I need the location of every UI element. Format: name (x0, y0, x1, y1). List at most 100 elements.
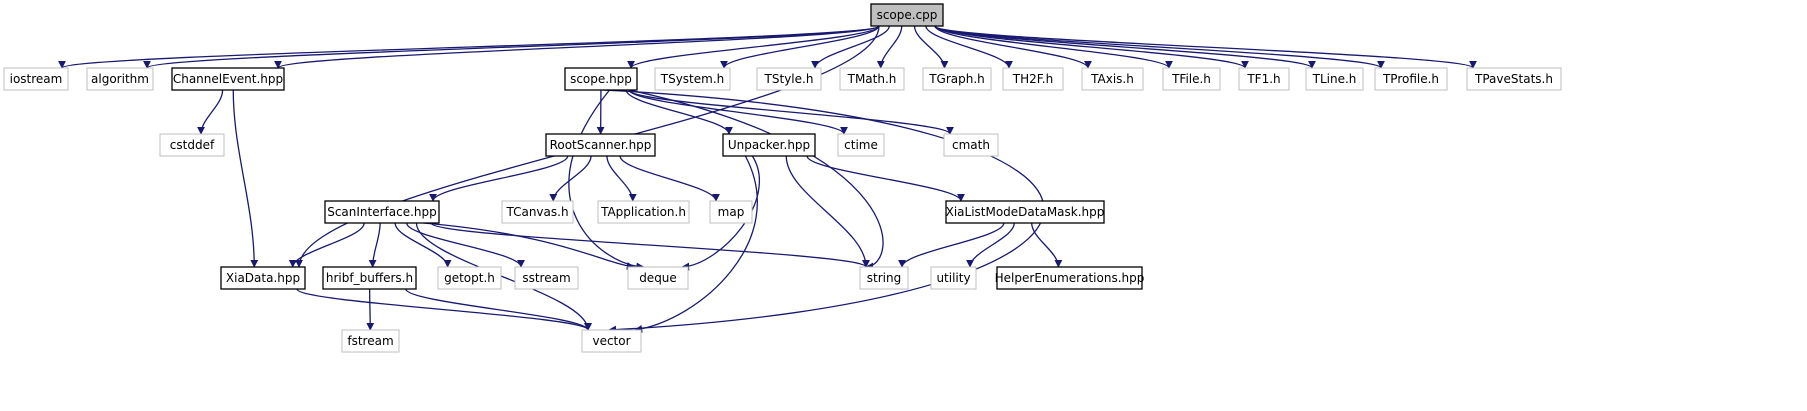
node-algorithm: algorithm (86, 67, 154, 91)
edge-scope_hpp-to-string (628, 89, 884, 271)
node-box-taxis (1081, 67, 1144, 91)
edge-scope_cpp-to-tsystem (720, 25, 880, 69)
node-tgraph: TGraph.h (922, 67, 992, 91)
edge-scope_cpp-to-scope_hpp (627, 25, 880, 69)
node-tf1: TF1.h (1238, 67, 1290, 91)
node-box-deque (627, 266, 689, 290)
node-box-scope_cpp (870, 3, 944, 27)
edge-scope_cpp-to-tfile (934, 25, 1173, 69)
node-box-tline (1305, 67, 1364, 91)
node-label-scope_cpp: scope.cpp (877, 8, 938, 22)
edge-hribf-to-vector (405, 288, 592, 331)
node-box-xiadata (220, 266, 306, 290)
node-label-ctime: ctime (844, 138, 878, 152)
edge-rootscanner-to-scaninterface (429, 155, 569, 202)
edge-scaninterface-to-hribf (368, 222, 381, 268)
node-label-deque: deque (639, 271, 677, 285)
node-box-xialistmode (945, 200, 1105, 224)
edge-scope_cpp-to-tline (934, 25, 1316, 69)
node-label-helperenum: HelperEnumerations.hpp (995, 271, 1145, 285)
node-label-channelevent: ChannelEvent.hpp (173, 72, 283, 86)
node-box-tpavestats (1466, 67, 1562, 91)
edge-rootscanner-to-map (619, 155, 720, 202)
node-box-tgraph (922, 67, 992, 91)
node-label-tapplication: TApplication.h (600, 205, 686, 219)
edge-scope_cpp-to-tmath (876, 25, 903, 69)
node-box-helperenum (996, 266, 1143, 290)
node-label-tprofile: TProfile.h (1382, 72, 1439, 86)
node-box-tstyle (756, 67, 822, 91)
node-vector: vector (581, 329, 642, 353)
node-scaninterface[interactable]: ScanInterface.hpp (324, 200, 440, 224)
node-label-vector: vector (592, 334, 630, 348)
edge-unpacker-to-xialistmode (806, 155, 965, 202)
node-tprofile: TProfile.h (1374, 67, 1448, 91)
node-xialistmode[interactable]: XiaListModeDataMask.hpp (945, 200, 1105, 224)
node-tsystem: TSystem.h (654, 67, 731, 91)
edge-scope_hpp-to-unpacker (625, 89, 733, 135)
node-label-tsystem: TSystem.h (660, 72, 725, 86)
edge-scope_cpp-to-tstyle (811, 25, 890, 69)
node-box-tsystem (654, 67, 731, 91)
node-label-iostream: iostream (10, 72, 63, 86)
node-label-fstream: fstream (347, 334, 393, 348)
node-tcanvas: TCanvas.h (501, 200, 574, 224)
node-hribf[interactable]: hribf_buffers.h (322, 266, 417, 290)
edge-channelevent-to-cstddef (197, 89, 224, 135)
edge-scope_cpp-to-taxis (934, 25, 1092, 69)
node-tline: TLine.h (1305, 67, 1364, 91)
node-label-algorithm: algorithm (91, 72, 149, 86)
node-tmath: TMath.h (839, 67, 905, 91)
node-channelevent[interactable]: ChannelEvent.hpp (171, 67, 285, 91)
node-scope_hpp[interactable]: scope.hpp (564, 67, 638, 91)
node-scope_cpp[interactable]: scope.cpp (870, 3, 944, 27)
node-box-map (709, 200, 753, 224)
node-label-tpavestats: TPaveStats.h (1474, 72, 1553, 86)
node-deque: deque (627, 266, 689, 290)
node-tfile: TFile.h (1162, 67, 1221, 91)
node-map: map (709, 200, 753, 224)
node-label-scaninterface: ScanInterface.hpp (327, 205, 437, 219)
node-label-tcanvas: TCanvas.h (505, 205, 568, 219)
node-utility: utility (930, 266, 977, 290)
node-box-th2f (1002, 67, 1064, 91)
node-string: string (859, 266, 909, 290)
node-box-fstream (341, 329, 400, 353)
node-label-th2f: TH2F.h (1012, 72, 1053, 86)
node-label-taxis: TAxis.h (1090, 72, 1134, 86)
node-label-xialistmode: XiaListModeDataMask.hpp (946, 205, 1105, 219)
edge-scaninterface-to-getopt (394, 222, 452, 268)
node-sstream: sstream (514, 266, 579, 290)
node-box-unpacker (722, 133, 816, 157)
node-unpacker[interactable]: Unpacker.hpp (722, 133, 816, 157)
edge-scaninterface-to-vector (415, 222, 592, 331)
node-label-utility: utility (936, 271, 970, 285)
node-label-xiadata: XiaData.hpp (226, 271, 300, 285)
node-label-tf1: TF1.h (1246, 72, 1280, 86)
node-box-hribf (322, 266, 417, 290)
edge-unpacker-to-vector (634, 155, 758, 333)
node-helperenum[interactable]: HelperEnumerations.hpp (995, 266, 1145, 290)
node-box-tfile (1162, 67, 1221, 91)
edge-scope_hpp-to-ctime (628, 89, 848, 135)
edge-scope_cpp-to-th2f (925, 25, 1013, 69)
node-box-utility (930, 266, 977, 290)
edge-scope_cpp-to-algorithm (143, 25, 880, 69)
node-label-cstddef: cstddef (170, 138, 215, 152)
node-box-vector (581, 329, 642, 353)
node-label-tgraph: TGraph.h (928, 72, 985, 86)
node-ctime: ctime (837, 133, 885, 157)
node-xiadata[interactable]: XiaData.hpp (220, 266, 306, 290)
edge-xialistmode-to-utility (966, 222, 1015, 268)
edge-scope_cpp-to-channelevent (274, 25, 880, 69)
edge-rootscanner-to-tcanvas (549, 155, 592, 202)
node-rootscanner[interactable]: RootScanner.hpp (545, 133, 656, 157)
node-label-cmath: cmath (952, 138, 990, 152)
node-label-string: string (867, 271, 901, 285)
node-tpavestats: TPaveStats.h (1466, 67, 1562, 91)
edge-scaninterface-to-sstream (406, 222, 525, 268)
node-iostream: iostream (3, 67, 69, 91)
edge-scope_cpp-to-tpavestats (934, 25, 1477, 69)
edge-hribf-to-fstream (366, 288, 375, 331)
node-box-cstddef (159, 133, 225, 157)
